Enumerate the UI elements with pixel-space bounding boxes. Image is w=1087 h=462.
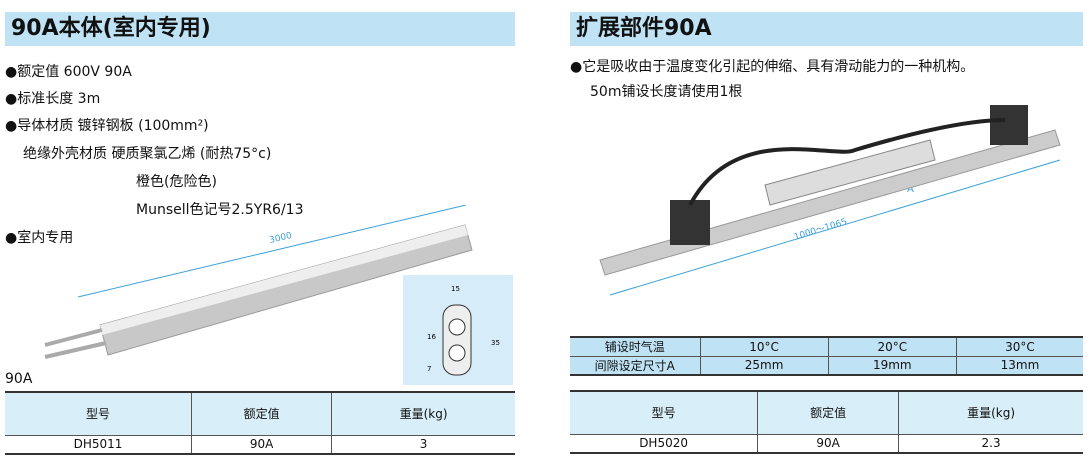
gap-label: 间隙设定尺寸A [570,355,700,375]
gap-30: 13mm [955,355,1083,375]
temp-30: 30°C [955,337,1083,356]
spec-color: 橙色(危险色) [136,174,217,190]
length-dimension: 1000～1065 [793,217,848,243]
temp-10: 10°C [699,337,829,356]
cross-section-drawing: 15 16 35 7 [403,275,513,385]
spec-conductor: ●导体材质 镀锌钢板 (100mm²) [5,118,209,134]
header-rating: 额定值 [191,392,332,435]
spec-indoor: ●室内专用 [5,230,74,246]
spec-rating: ●额定值 600V 90A [5,64,132,80]
header-rating: 额定值 [757,391,899,434]
cell-weight: 3 [331,434,515,454]
spec-length: ●标准长度 3m [5,91,101,107]
header-weight: 重量(kg) [898,391,1083,434]
right-section-title: 扩展部件90A [570,12,1083,46]
dim-pitch: 16 [427,333,436,341]
header-weight: 重量(kg) [331,392,515,435]
cell-rating: 90A [757,433,899,453]
expansion-unit-illustration: 1000～1065 A [599,105,1061,296]
gap-dimension: A [907,184,914,195]
cell-model: DH5020 [570,433,758,453]
dim-width: 15 [451,285,460,293]
spec-insulation: 绝缘外壳材质 硬质聚氯乙烯 (耐热75°c) [23,146,272,162]
dim-height: 35 [491,339,500,347]
rail-illustration: 3000 [44,205,473,359]
cell-rating: 90A [191,434,332,454]
description-note: 50m铺设长度请使用1根 [590,84,743,100]
dim-base: 7 [427,365,431,373]
gap-20: 19mm [827,355,957,375]
header-model: 型号 [570,391,758,434]
header-model: 型号 [5,392,192,435]
gap-10: 25mm [699,355,829,375]
cell-model: DH5011 [5,434,192,454]
cell-weight: 2.3 [898,433,1083,453]
length-dimension: 3000 [268,231,293,246]
spec-munsell: Munsell色记号2.5YR6/13 [136,202,304,218]
left-section-title: 90A本体(室内专用) [5,12,515,46]
model-label: 90A [5,371,33,387]
description: ●它是吸收由于温度变化引起的伸缩、具有滑动能力的一种机构。 [570,59,975,75]
temp-label: 铺设时气温 [604,340,665,355]
temp-20: 20°C [827,337,957,356]
